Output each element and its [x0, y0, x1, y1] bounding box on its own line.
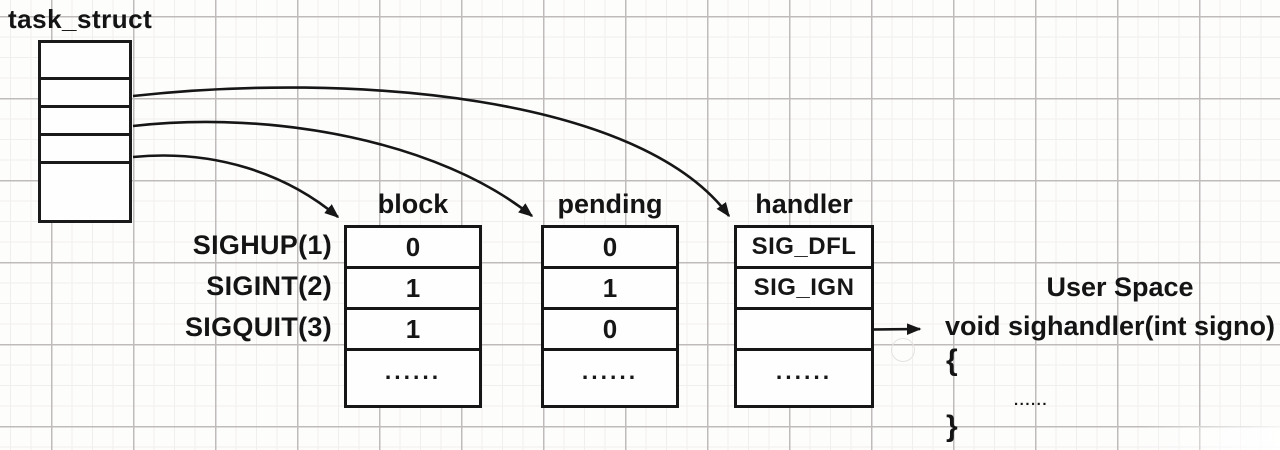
handler-column-header: handler	[755, 189, 853, 219]
block-table: 0 1 1 ......	[344, 225, 482, 408]
handler-cell: SIG_IGN	[737, 269, 871, 310]
task-struct-box	[38, 40, 132, 223]
pending-cell-ellipsis: ......	[581, 357, 639, 384]
pending-cell: 0	[544, 228, 676, 269]
close-brace: }	[946, 410, 958, 443]
block-cell: 1	[347, 310, 479, 351]
handler-cell: SIG_DFL	[737, 228, 871, 269]
handler-cell-ellipsis: ......	[775, 357, 833, 384]
task-struct-cell	[41, 136, 129, 164]
block-column-header: block	[377, 189, 449, 219]
task-struct-cell	[41, 108, 129, 136]
pending-column-header: pending	[557, 189, 663, 219]
signal-label-sigint: SIGINT(2)	[206, 271, 332, 301]
watermark-circle	[891, 338, 915, 362]
block-cell-ellipsis: ......	[384, 357, 442, 384]
block-cell: 1	[347, 269, 479, 310]
task-struct-cell	[41, 43, 129, 80]
pending-table: 0 1 0 ......	[541, 225, 679, 408]
open-brace: {	[946, 344, 958, 377]
handler-table: SIG_DFL SIG_IGN ......	[734, 225, 874, 408]
task-struct-title: task_struct	[8, 4, 153, 34]
sighandler-function-signature: void sighandler(int signo)	[945, 311, 1275, 341]
block-cell: 0	[347, 228, 479, 269]
corner-fade	[1140, 426, 1280, 450]
signal-label-sighup: SIGHUP(1)	[192, 230, 332, 260]
pending-cell: 0	[544, 310, 676, 351]
function-body-ellipsis: ......	[1014, 392, 1049, 409]
task-struct-cell	[41, 164, 129, 220]
user-space-title: User Space	[1046, 272, 1194, 302]
pending-cell: 1	[544, 269, 676, 310]
task-struct-cell	[41, 80, 129, 108]
signal-label-sigquit: SIGQUIT(3)	[184, 312, 332, 342]
handler-cell-empty	[737, 310, 871, 351]
arrow-to-block-icon	[132, 154, 340, 218]
